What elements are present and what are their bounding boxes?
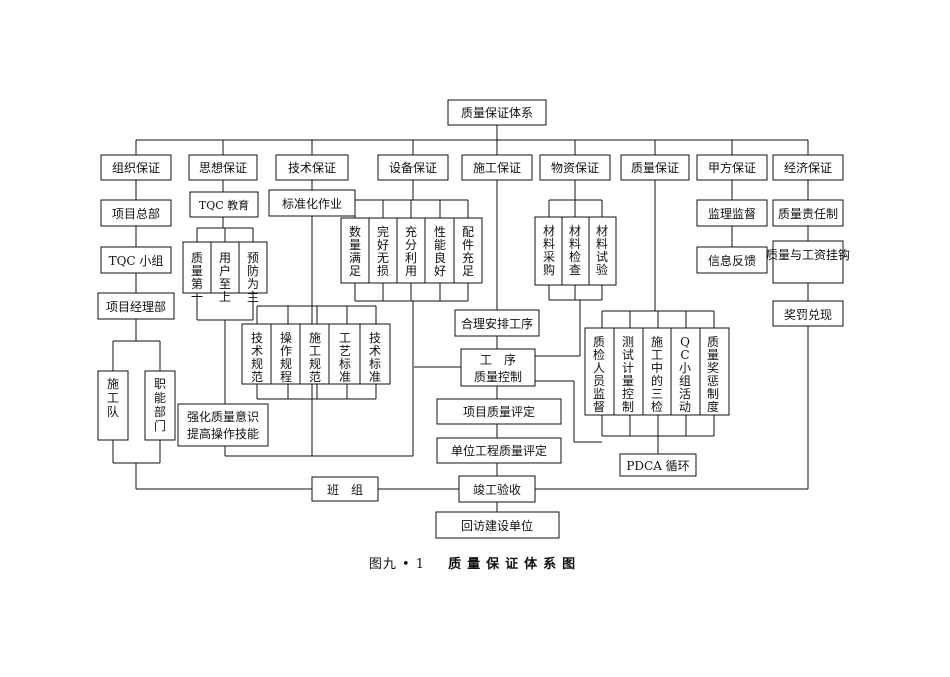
thought-result-label: 强化质量意识 bbox=[187, 409, 259, 424]
economy-item-label: 奖罚兑现 bbox=[784, 308, 832, 322]
root-box bbox=[447, 99, 547, 126]
caption-title: 质量保证体系图 bbox=[448, 557, 582, 572]
org-item-label: TQC 小组 bbox=[109, 254, 164, 268]
thought-col-label: 预防为主 bbox=[247, 251, 259, 304]
team-label-vertical: 职能部门 bbox=[154, 377, 166, 433]
flow-step-box bbox=[436, 398, 562, 425]
flow-step-box bbox=[435, 511, 560, 539]
quality-cols-box bbox=[584, 327, 730, 416]
category-label: 施工保证 bbox=[473, 161, 521, 175]
flow-step-label: 项目质量评定 bbox=[463, 404, 535, 419]
process-box bbox=[460, 348, 536, 387]
tech-item-box bbox=[268, 189, 356, 217]
process-label: 工 序 bbox=[480, 352, 516, 367]
category-label: 经济保证 bbox=[784, 160, 832, 175]
flow-step-label: 回访建设单位 bbox=[461, 518, 533, 533]
org-item-label: 项目总部 bbox=[112, 206, 160, 221]
thought-item-box bbox=[189, 191, 259, 218]
team-box bbox=[97, 370, 129, 441]
owner-item-label: 信息反馈 bbox=[708, 253, 756, 268]
equip-col-label: 数量满足 bbox=[349, 224, 361, 278]
pdca-label: PDCA 循环 bbox=[626, 459, 689, 473]
node-labels: 质量保证体系 组织保证 思想保证 技术保证 设备保证 施工保证 物资保证 质量保… bbox=[106, 106, 850, 533]
construction-item-label: 合理安排工序 bbox=[461, 316, 533, 331]
construction-item-box bbox=[454, 309, 540, 337]
category-label: 组织保证 bbox=[112, 161, 160, 175]
tech-col-label: 技术规范 bbox=[251, 331, 263, 384]
thought-item-label: TQC 教育 bbox=[199, 198, 249, 212]
material-col-label: 材料检查 bbox=[569, 224, 581, 277]
process-label: 质量控制 bbox=[474, 370, 522, 384]
team-group-box bbox=[311, 476, 379, 502]
team-label-vertical: 施工队 bbox=[107, 377, 119, 419]
category-boxes bbox=[100, 154, 844, 181]
category-label: 技术保证 bbox=[288, 161, 336, 175]
equip-col-label: 配件充足 bbox=[462, 225, 474, 278]
material-col-label: 材料试验 bbox=[596, 224, 608, 277]
economy-item-box bbox=[772, 240, 844, 284]
flow-step-label: 竣工验收 bbox=[473, 482, 521, 497]
column-dividers bbox=[210, 217, 701, 415]
root-label: 质量保证体系 bbox=[461, 106, 533, 120]
org-item-box bbox=[97, 292, 175, 320]
org-item-label: 项目经理部 bbox=[106, 299, 166, 314]
org-item-box bbox=[100, 199, 172, 227]
thought-result-label: 提高操作技能 bbox=[187, 426, 259, 441]
quality-col-label: 施工中的三检 bbox=[651, 335, 663, 414]
quality-col-label: 测试计量控制 bbox=[622, 335, 634, 414]
org-item-box bbox=[100, 246, 172, 274]
thought-col-label: 用户至上 bbox=[219, 251, 231, 304]
category-label: 设备保证 bbox=[389, 161, 437, 175]
category-label: 物资保证 bbox=[551, 161, 599, 175]
equip-cols-box bbox=[340, 217, 483, 284]
thought-result-box bbox=[177, 403, 269, 447]
flow-step-box bbox=[436, 437, 562, 464]
tech-col-label: 施工规范 bbox=[309, 331, 321, 384]
material-col-label: 材料采购 bbox=[543, 224, 555, 277]
equip-col-label: 充分利用 bbox=[405, 224, 417, 278]
owner-item-box bbox=[696, 199, 768, 227]
thought-col-label: 质量第一 bbox=[191, 251, 203, 304]
tech-item-label: 标准化作业 bbox=[282, 197, 342, 211]
economy-item-label: 质量与工资挂钩 bbox=[766, 248, 850, 262]
figure-caption: 图九 • 1 质量保证体系图 bbox=[0, 553, 950, 572]
material-cols-box bbox=[534, 216, 617, 286]
economy-item-label: 质量责任制 bbox=[778, 207, 838, 221]
category-label: 质量保证 bbox=[631, 161, 679, 175]
caption-number: 图九 • 1 bbox=[368, 557, 426, 572]
equip-col-label: 性能良好 bbox=[434, 225, 446, 278]
team-group-label: 班 组 bbox=[327, 483, 363, 497]
tech-cols-box bbox=[241, 323, 391, 385]
category-label: 思想保证 bbox=[199, 160, 247, 175]
thought-cols-box bbox=[182, 241, 268, 294]
team-box bbox=[144, 370, 176, 441]
tech-col-label: 技术标准 bbox=[369, 331, 381, 384]
economy-item-box bbox=[772, 300, 844, 327]
category-label: 甲方保证 bbox=[708, 160, 756, 175]
equip-col-label: 完好无损 bbox=[377, 224, 389, 278]
quality-col-label: 质检人员监督 bbox=[593, 335, 605, 414]
tech-col-label: 操作规程 bbox=[280, 330, 292, 384]
pdca-box bbox=[619, 453, 697, 477]
owner-item-label: 监理监督 bbox=[708, 206, 756, 221]
node-boxes bbox=[97, 99, 844, 539]
owner-item-box bbox=[696, 246, 768, 274]
tech-col-label: 工艺标准 bbox=[339, 331, 351, 384]
connector-lines bbox=[112, 125, 809, 512]
quality-col-label: 质量奖惩制度 bbox=[707, 335, 719, 414]
economy-item-box bbox=[772, 199, 844, 227]
flow-step-box bbox=[458, 475, 536, 503]
flow-step-label: 单位工程质量评定 bbox=[451, 443, 547, 458]
